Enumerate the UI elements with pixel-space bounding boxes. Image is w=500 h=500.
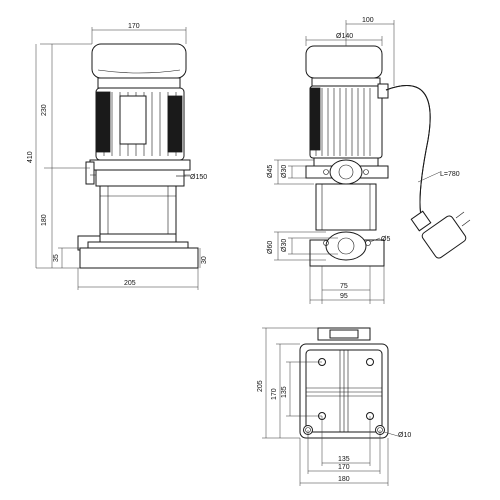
dim-base-width: 205 — [124, 280, 136, 287]
pump-base — [79, 247, 199, 269]
side-dimensions — [35, 27, 201, 290]
motor-shadow-right — [167, 95, 183, 153]
dim-base-offset: 35 — [53, 254, 60, 262]
inlet-bore — [337, 237, 355, 255]
dim-outlet-inner-dia: Ø30 — [281, 239, 288, 252]
flange-plate — [89, 159, 191, 171]
bolt-hole — [323, 240, 329, 246]
dim-base-width: 180 — [338, 476, 350, 483]
power-plug — [421, 215, 467, 259]
dim-hole-span-y-inner: 135 — [281, 386, 288, 398]
base-inlet-slot — [329, 329, 359, 339]
flange-side-port — [85, 161, 95, 185]
dim-base-depth: 205 — [257, 380, 264, 392]
bolt-hole — [323, 169, 329, 175]
dim-hole-dia: Ø5 — [381, 236, 390, 243]
motor-nameplate — [119, 95, 147, 145]
dim-hole-span-y: 170 — [271, 388, 278, 400]
motor-collar — [311, 77, 381, 87]
front-view: 100 Ø140 Ø45 Ø30 Ø60 Ø30 Ø5 L=780 75 95 — [267, 17, 471, 304]
front-dimensions — [274, 20, 441, 304]
motor-shadow-left — [309, 87, 321, 151]
dim-width-outer: 95 — [340, 293, 348, 300]
cable-gland — [377, 83, 389, 99]
dim-outlet-outer-dia: Ø60 — [267, 241, 274, 254]
plug-neck — [410, 210, 432, 232]
dim-inlet-outer-dia: Ø45 — [267, 165, 274, 178]
inlet-port — [325, 231, 367, 261]
base-dimensions — [262, 327, 399, 486]
pump-head — [95, 169, 185, 187]
dim-hole-span-x: 170 — [338, 464, 350, 471]
plug-pin — [461, 219, 471, 227]
base-view: 205 170 135 Ø10 135 170 180 — [257, 327, 411, 486]
power-cable-inner — [385, 85, 431, 221]
bolt-hole — [365, 240, 371, 246]
dim-motor-dia: Ø140 — [336, 33, 353, 40]
dim-height-total: 410 — [27, 151, 34, 163]
dim-base-height: 30 — [201, 256, 208, 264]
motor-cap — [305, 45, 383, 79]
side-view: 170 230 410 180 35 30 205 Ø150 — [27, 23, 208, 290]
pump-stage-body — [99, 185, 177, 235]
dim-offset-top: 100 — [362, 17, 374, 24]
motor-shadow-left — [95, 91, 111, 153]
pump-base-flange — [87, 241, 189, 249]
bolt-hole — [363, 169, 369, 175]
plug-pin — [455, 211, 465, 219]
dim-width-inner: 75 — [340, 283, 348, 290]
dim-height-motor: 230 — [41, 104, 48, 116]
dim-hole-span-x-inner: 135 — [338, 456, 350, 463]
dim-inlet-inner-dia: Ø30 — [281, 165, 288, 178]
dim-base-hole-dia: Ø10 — [398, 432, 411, 439]
power-cable — [385, 85, 431, 221]
discharge-bore — [338, 164, 354, 180]
dim-cable-length: L=780 — [440, 171, 460, 178]
mount-hole — [366, 358, 374, 366]
motor-cap-seam — [97, 69, 181, 74]
discharge-port — [329, 159, 363, 185]
dim-height-lower: 180 — [41, 214, 48, 226]
dim-flange-dia: Ø150 — [190, 174, 207, 181]
terminal-box — [97, 77, 181, 89]
dim-width-top: 170 — [128, 23, 140, 30]
pump-stage-body — [315, 183, 377, 231]
